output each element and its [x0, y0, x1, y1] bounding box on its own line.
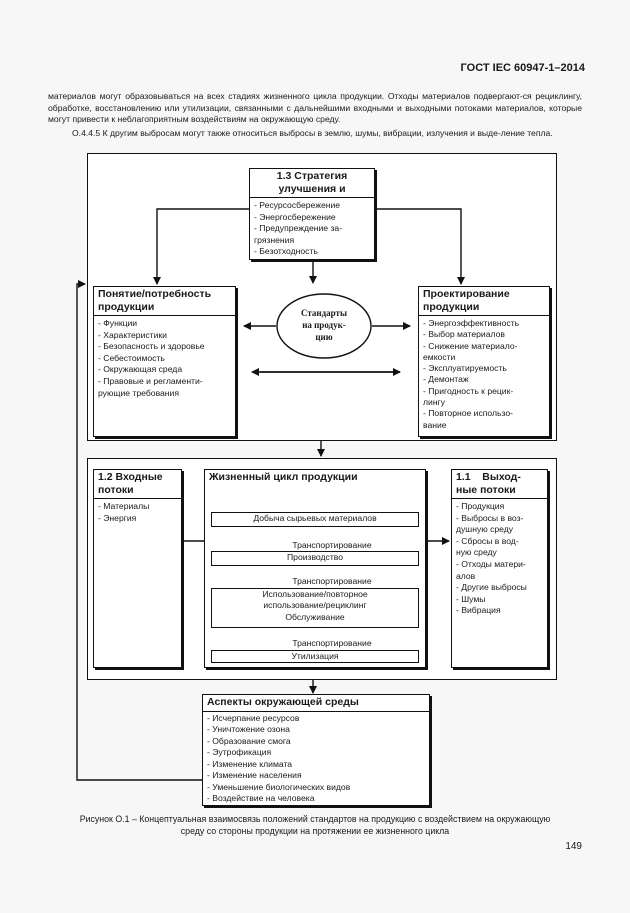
- list-item: - Функции: [98, 318, 138, 328]
- list-item: вание: [423, 419, 447, 430]
- stage-extraction: Добыча сырьевых материалов: [211, 512, 419, 527]
- list-item: - Безопасность и здоровье: [98, 341, 205, 352]
- environment-list: - Исчерпание ресурсов - Уничтожение озон…: [203, 712, 429, 807]
- list-item: - Вибрация: [456, 605, 501, 616]
- outputs-title-1: 1.1 Выход-: [456, 471, 521, 483]
- figure-caption: Рисунок О.1 – Концептуальная взаимосвязь…: [48, 813, 582, 837]
- list-item: - Снижение материало-: [423, 340, 518, 351]
- strategy-box: 1.3 Стратегия улучшения и - Ресурсосбере…: [249, 168, 375, 260]
- list-item: - Отходы матери-: [456, 558, 526, 569]
- list-item: - Уничтожение озона: [207, 724, 290, 734]
- environment-title: Аспекты окружающей среды: [203, 695, 429, 712]
- list-item: - Пригодность к рецик-: [423, 385, 514, 396]
- list-item: - Безотходность: [254, 246, 318, 257]
- lifecycle-box: Жизненный цикл продукции: [204, 469, 426, 668]
- paragraph-1: материалов могут образовываться на всех …: [48, 91, 582, 125]
- list-item: - Характеристики: [98, 329, 167, 340]
- environment-box: Аспекты окружающей среды - Исчерпание ре…: [202, 694, 430, 806]
- stage-production: Производство: [211, 551, 419, 566]
- strategy-list: - Ресурсосбережение - Энергосбережение -…: [250, 198, 374, 260]
- list-item: емкости: [423, 351, 456, 362]
- transport-label-2: Транспортирование: [292, 576, 372, 586]
- design-title-2: продукции: [423, 300, 480, 313]
- outputs-box: 1.1 Выход- ные потоки - Продукция - Выбр…: [451, 469, 548, 668]
- list-item: алов: [456, 570, 476, 581]
- stage-usage-line-2: использование/рециклинг: [263, 600, 367, 611]
- list-item: - Изменение населения: [207, 770, 302, 780]
- strategy-title-2: улучшения и: [278, 182, 346, 195]
- list-item: - Сбросы в вод-: [456, 535, 519, 546]
- paragraph-2: О.4.4.5 К другим выбросам могут также от…: [72, 128, 553, 138]
- stage-usage: Использование/повторное использование/ре…: [211, 588, 419, 628]
- list-item: - Выбросы в воз-: [456, 512, 524, 523]
- stage-usage-line-3: Обслуживание: [285, 611, 345, 622]
- stage-usage-line-1: Использование/повторное: [262, 589, 368, 599]
- lifecycle-title: Жизненный цикл продукции: [209, 471, 358, 483]
- list-item: лингу: [423, 397, 445, 408]
- transport-label-1: Транспортирование: [292, 540, 372, 550]
- outputs-list: - Продукция - Выбросы в воз- душную сред…: [452, 499, 547, 619]
- list-item: - Энергоэффективность: [423, 318, 520, 328]
- standards-line-1: Стандарты: [301, 308, 347, 318]
- caption-line-2: среду со стороны продукции на протяжении…: [180, 826, 450, 836]
- list-item: - Продукция: [456, 501, 505, 511]
- list-item: - Шумы: [456, 593, 486, 604]
- concept-list: - Функции - Характеристики - Безопасност…: [94, 316, 235, 401]
- inputs-title-2: потоки: [98, 483, 134, 496]
- list-item: - Правовые и регламенти-: [98, 375, 203, 386]
- list-item: - Выбор материалов: [423, 329, 505, 340]
- list-item: - Изменение климата: [207, 758, 293, 769]
- list-item: - Материалы: [98, 501, 150, 511]
- concept-title-2: продукции: [98, 300, 155, 313]
- list-item: - Воздействие на человека: [207, 793, 315, 803]
- inputs-box: 1.2 Входные потоки - Материалы - Энергия: [93, 469, 182, 668]
- strategy-title-1: 1.3 Стратегия: [276, 170, 348, 182]
- page-number: 149: [565, 841, 582, 852]
- caption-line-1: Рисунок О.1 – Концептуальная взаимосвязь…: [79, 814, 551, 824]
- list-item: - Демонтаж: [423, 374, 469, 385]
- design-list: - Энергоэффективность - Выбор материалов…: [419, 316, 549, 433]
- list-item: - Исчерпание ресурсов: [207, 712, 300, 723]
- concept-box: Понятие/потребность продукции - Функции …: [93, 286, 236, 437]
- document-header: ГОСТ IEC 60947-1–2014: [460, 62, 585, 74]
- standards-line-2: на продук-: [302, 320, 346, 330]
- stage-disposal: Утилизация: [211, 650, 419, 663]
- transport-label-3: Транспортирование: [292, 638, 372, 648]
- standards-ellipse: [276, 293, 372, 359]
- list-item: - Уменьшение биологических видов: [207, 781, 351, 792]
- list-item: душную среду: [456, 524, 514, 535]
- inputs-list: - Материалы - Энергия: [94, 499, 181, 526]
- standards-label: Стандарты на продук- цию: [281, 307, 367, 343]
- outputs-title-2: ные потоки: [456, 483, 516, 496]
- list-item: - Повторное использо-: [423, 408, 513, 419]
- list-item: - Другие выбросы: [456, 582, 527, 593]
- list-item: рующие требования: [98, 387, 180, 398]
- list-item: - Себестоимость: [98, 352, 165, 363]
- list-item: - Образование смога: [207, 735, 291, 746]
- list-item: - Эксплуатируемость: [423, 363, 507, 374]
- list-item: ную среду: [456, 547, 497, 558]
- list-item: - Энергосбережение: [254, 211, 336, 222]
- design-title-1: Проектирование: [423, 288, 510, 300]
- list-item: - Окружающая среда: [98, 364, 183, 375]
- concept-title-1: Понятие/потребность: [98, 288, 212, 300]
- list-item: грязнения: [254, 234, 295, 245]
- list-item: - Эутрофикация: [207, 747, 272, 757]
- design-box: Проектирование продукции - Энергоэффекти…: [418, 286, 550, 437]
- list-item: - Ресурсосбережение: [254, 200, 341, 210]
- inputs-title-1: 1.2 Входные: [98, 471, 163, 483]
- list-item: - Энергия: [98, 512, 137, 523]
- standards-line-3: цию: [315, 332, 333, 342]
- list-item: - Предупреждение за-: [254, 223, 343, 234]
